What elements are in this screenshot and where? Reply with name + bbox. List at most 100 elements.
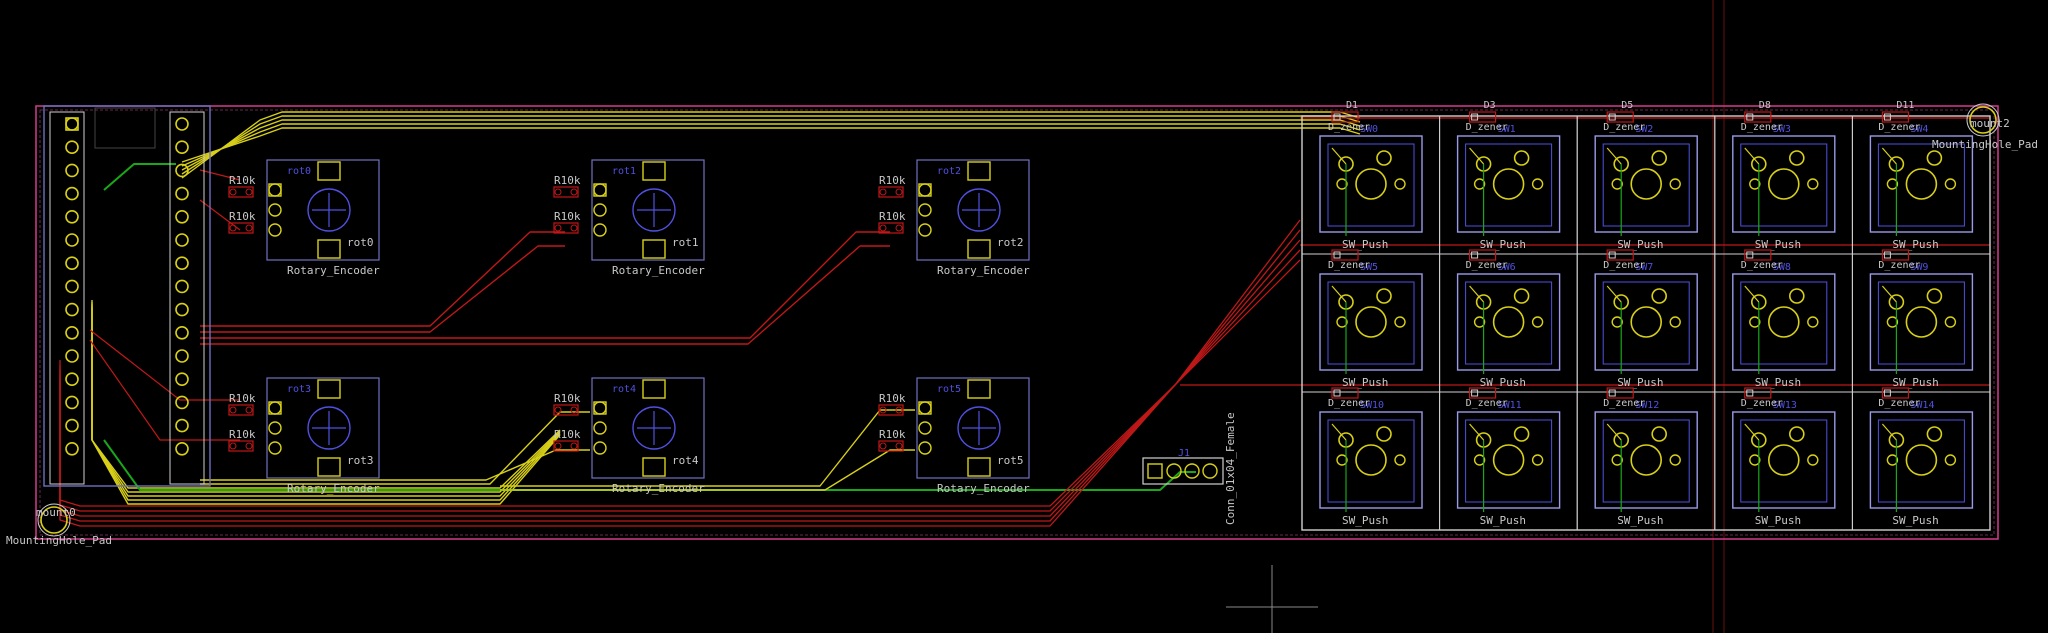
diode-value-label: D_zener bbox=[1603, 260, 1645, 271]
encoder-mount-pad bbox=[317, 457, 341, 477]
diode-pad bbox=[1746, 113, 1754, 121]
switch-center-hole bbox=[1355, 306, 1387, 338]
encoder-value-label: Rotary_Encoder bbox=[287, 482, 380, 495]
switch-peg bbox=[1749, 178, 1761, 190]
encoder-value-label: Rotary_Encoder bbox=[287, 264, 380, 277]
switch-body-outline bbox=[1740, 143, 1828, 227]
diode: D_zener bbox=[1466, 249, 1508, 271]
diode-pad bbox=[1471, 389, 1479, 397]
encoder-shaft bbox=[307, 188, 351, 232]
encoder-fab-ref: rot4 bbox=[612, 384, 636, 395]
switch-body-outline bbox=[1327, 281, 1415, 365]
encoder-ref-label: rot1 bbox=[672, 236, 699, 249]
resistor-pad bbox=[229, 406, 237, 414]
resistor-body bbox=[553, 440, 579, 452]
diode-body bbox=[1468, 249, 1497, 261]
diode-value-label: D_zener bbox=[1466, 260, 1508, 271]
controller-pin-right bbox=[175, 210, 189, 224]
resistor-pad bbox=[895, 224, 903, 232]
switch-center-hole bbox=[1630, 168, 1662, 200]
mounting-hole-pad bbox=[40, 506, 68, 534]
diode-ref-label: D8 bbox=[1759, 100, 1771, 111]
diode-body bbox=[1744, 111, 1772, 123]
switch-pin bbox=[1651, 426, 1667, 442]
track-back bbox=[181, 123, 1361, 167]
switch-value-label: SW_Push bbox=[1617, 376, 1663, 389]
switch-value-label: SW_Push bbox=[1342, 376, 1388, 389]
connector-pin bbox=[1202, 463, 1218, 479]
switch-plate-outline bbox=[1869, 273, 1974, 371]
switch-center-hole bbox=[1492, 168, 1525, 200]
switch-body-outline bbox=[1740, 419, 1828, 503]
diode-body bbox=[1881, 387, 1910, 399]
switch-peg bbox=[1944, 454, 1957, 466]
controller-footprint[interactable] bbox=[43, 105, 211, 487]
resistor-pad bbox=[570, 188, 578, 196]
switch-body-outline bbox=[1877, 281, 1965, 365]
switch-ref-label: SW12 bbox=[1635, 400, 1659, 411]
encoder-value-label: Rotary_Encoder bbox=[937, 482, 1030, 495]
switch-peg bbox=[1473, 454, 1486, 466]
switch-value-label: SW_Push bbox=[1617, 514, 1663, 527]
encoder-fab-ref: rot2 bbox=[937, 166, 961, 177]
resistor-pad bbox=[229, 224, 237, 232]
edge-cuts-outline bbox=[35, 105, 1999, 540]
switch-ref-label: SW9 bbox=[1910, 262, 1928, 273]
switch-yellow-track bbox=[1881, 147, 1897, 165]
switch-plate-outline bbox=[1732, 273, 1836, 371]
switch-peg bbox=[1669, 178, 1681, 190]
switch-pin bbox=[1651, 150, 1667, 166]
connector-value-label: Conn_01x04_Female bbox=[1224, 412, 1237, 525]
encoder-shaft bbox=[307, 406, 351, 450]
switch-yellow-track bbox=[1606, 423, 1622, 441]
diode-pad bbox=[1608, 251, 1616, 259]
encoder-pin bbox=[593, 421, 607, 435]
controller-pin-right bbox=[175, 117, 189, 131]
diode-value-label: D_zener bbox=[1466, 398, 1508, 409]
switch-yellow-track bbox=[1881, 285, 1897, 303]
switch-peg bbox=[1749, 316, 1761, 328]
resistor-body bbox=[553, 222, 579, 234]
encoder-outline bbox=[916, 377, 1030, 479]
controller-left-header bbox=[49, 111, 85, 485]
switch-pin bbox=[1789, 150, 1805, 166]
switch-peg bbox=[1336, 178, 1348, 190]
mounting-hole-courtyard bbox=[37, 503, 71, 537]
resistor-body bbox=[228, 186, 254, 198]
resistor-pad bbox=[554, 442, 562, 450]
switch-ref-label: SW2 bbox=[1635, 124, 1653, 135]
diode: D_zener bbox=[1878, 387, 1921, 409]
resistor-pad bbox=[570, 406, 578, 414]
diode-body bbox=[1744, 387, 1772, 399]
controller-pin-left bbox=[65, 441, 79, 456]
resistor-value-label: R10k bbox=[229, 392, 256, 405]
diode-value-label: D_zener bbox=[1878, 122, 1920, 133]
switch-ref-label: SW3 bbox=[1773, 124, 1791, 135]
resistor-pad bbox=[229, 442, 237, 450]
encoder-shaft bbox=[632, 188, 676, 232]
switch-value-label: SW_Push bbox=[1755, 238, 1801, 251]
switch-plate-outline bbox=[1594, 135, 1698, 233]
mounting-hole-value-label: MountingHole_Pad bbox=[1932, 138, 2038, 151]
diode-body bbox=[1331, 387, 1359, 399]
switch-peg bbox=[1807, 178, 1819, 190]
